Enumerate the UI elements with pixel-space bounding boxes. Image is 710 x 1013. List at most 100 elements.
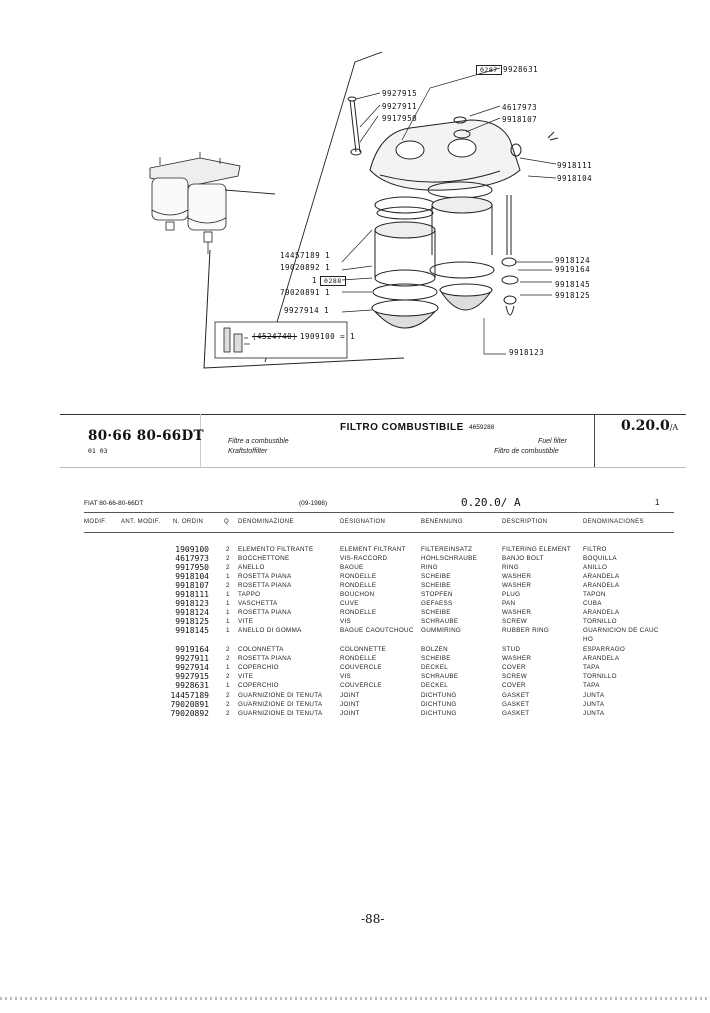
cell-en: WASHER (502, 573, 532, 580)
col-en: DESCRIPTION (502, 519, 548, 525)
cell-q: 2 (226, 646, 230, 653)
cell-fr: COUVERCLE (340, 682, 382, 689)
cell-en: SCREW (502, 618, 527, 625)
subtitle-english: Fuel filter (538, 438, 567, 445)
cell-es: FILTRO (583, 546, 607, 553)
list-date: (09-1986) (299, 500, 328, 507)
label-9918124: 9918124 (555, 256, 591, 265)
label-box-0287: 0287 (476, 65, 502, 75)
cell-en: BANJO BOLT (502, 555, 544, 562)
group-code-suffix: /A (669, 423, 679, 432)
cell-pn: 9918104 (175, 572, 209, 581)
cell-it: COPERCHIO (238, 664, 279, 671)
cell-fr: CUVE (340, 600, 359, 607)
cell-es: BOQUILLA (583, 555, 617, 562)
label-qty-one: 1 (312, 276, 318, 285)
cell-pn: 1909100 (175, 545, 209, 554)
subtitle-spanish: Filtro de combustible (494, 448, 559, 455)
cell-de: SCHRAUBE (421, 618, 459, 625)
cell-pn: 9918111 (175, 590, 209, 599)
cell-fr: BOUCHON (340, 591, 375, 598)
cell-en: GASKET (502, 710, 530, 717)
cell-en: WASHER (502, 655, 532, 662)
scan-edge (0, 997, 710, 1000)
cell-es: TAPA (583, 682, 600, 689)
cell-pn: 79020891 (170, 700, 209, 709)
cell-pn: 9918145 (175, 626, 209, 635)
label-14457189: 14457189 1 (280, 251, 331, 260)
inset-struck-part-number: (4524740) (252, 332, 298, 341)
col-ant-modif: ANT. MODIF. (121, 519, 161, 525)
cell-it: VASCHETTA (238, 600, 278, 607)
cell-q: 2 (226, 546, 230, 553)
cell-de: RING (421, 564, 438, 571)
label-box-0288: 0288 (320, 276, 346, 286)
cell-pn: 9917950 (175, 563, 209, 572)
cell-fr: JOINT (340, 701, 360, 708)
label-9919164: 9919164 (555, 265, 591, 274)
label-4617973: 4617973 (502, 103, 538, 112)
cell-q: 1 (226, 573, 230, 580)
cell-es: ARANDELA (583, 609, 620, 616)
cell-it: ANELLO DI GOMMA (238, 627, 302, 634)
cell-es: TAPA (583, 664, 600, 671)
label-9918145: 9918145 (555, 280, 591, 289)
label-9918107: 9918107 (502, 115, 538, 124)
cell-es: ARANDELA (583, 655, 620, 662)
cell-fr: RONDELLE (340, 609, 377, 616)
page-number: -88- (361, 912, 385, 926)
group-code: 0.20.0/A (621, 418, 678, 434)
cell-q: 1 (226, 664, 230, 671)
header-rule-bottom (60, 467, 686, 468)
cell-q: 2 (226, 692, 230, 699)
header-divider (594, 414, 595, 467)
cell-es: TORNILLO (583, 618, 617, 625)
cell-de: DECKEL (421, 682, 448, 689)
group-title: FILTRO COMBUSTIBILE (340, 422, 464, 433)
cell-de: SCHRAUBE (421, 673, 459, 680)
cell-de: SCHEIBE (421, 573, 451, 580)
cell-es: ARANDELA (583, 573, 620, 580)
cell-it: ROSETTA PIANA (238, 573, 292, 580)
cell-pn: 9927914 (175, 663, 209, 672)
cell-fr: BAGUE CAOUTCHOUC (340, 627, 414, 634)
cell-fr: RONDELLE (340, 655, 377, 662)
cell-pn: 9918107 (175, 581, 209, 590)
cell-it: VITE (238, 673, 254, 680)
list-model: FIAT 80-66-80-66DT (84, 500, 144, 507)
cell-fr: ELEMENT FILTRANT (340, 546, 406, 553)
cell-fr: RONDELLE (340, 582, 377, 589)
cell-fr: COUVERCLE (340, 664, 382, 671)
cell-q: 2 (226, 701, 230, 708)
cell-en: PAN (502, 600, 516, 607)
cell-de: DECKEL (421, 664, 448, 671)
cell-q: 2 (226, 710, 230, 717)
cell-en: GASKET (502, 692, 530, 699)
col-modif: MODIF. (84, 519, 107, 525)
inset-detail-box (214, 321, 348, 359)
header-divider (200, 414, 201, 467)
cell-es: JUNTA (583, 710, 605, 717)
diagram-drawing (149, 51, 559, 369)
label-9917950: 9917950 (382, 114, 418, 123)
cell-de: SCHEIBE (421, 582, 451, 589)
label-9918104: 9918104 (557, 174, 593, 183)
col-es: DENOMINACIONES (583, 519, 644, 525)
header-rule-top (60, 414, 686, 415)
cell-fr: COLONNETTE (340, 646, 387, 653)
inset-equivalence: 1909100 = 1 (300, 332, 356, 341)
cell-it: COPERCHIO (238, 682, 279, 689)
cell-pn: 9918124 (175, 608, 209, 617)
cell-de: DICHTUNG (421, 692, 457, 699)
cell-de: GUMMIRING (421, 627, 462, 634)
cell-de: FILTEREINSATZ (421, 546, 473, 553)
col-it: DENOMINAZIONE (238, 519, 294, 525)
cell-en: RING (502, 564, 519, 571)
